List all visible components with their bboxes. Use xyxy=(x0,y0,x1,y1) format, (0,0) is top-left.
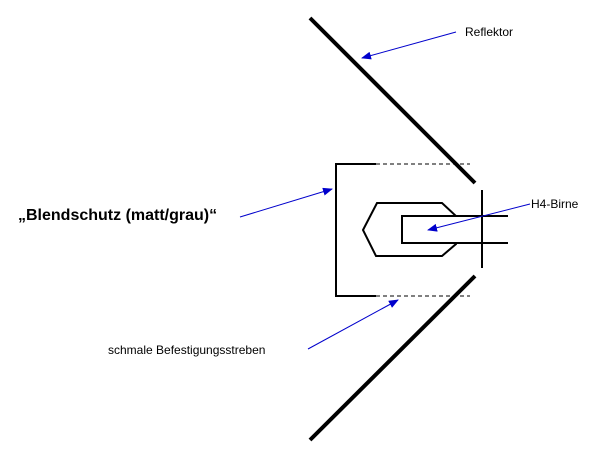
arrow-bulb xyxy=(427,203,531,232)
reflector-upper xyxy=(308,16,477,185)
arrow-reflector xyxy=(361,31,457,60)
label-glare-shield: „Blendschutz (matt/grau)“ xyxy=(18,207,218,224)
arrow-struts xyxy=(307,299,399,350)
label-bulb: H4-Birne xyxy=(531,197,579,211)
reflector-lower xyxy=(308,274,477,442)
bulb-body xyxy=(401,215,508,244)
glare-shield xyxy=(335,163,376,297)
label-reflector: Reflektor xyxy=(465,25,514,39)
arrow-glare-shield xyxy=(239,187,333,218)
label-struts: schmale Befestigungsstreben xyxy=(108,343,266,357)
